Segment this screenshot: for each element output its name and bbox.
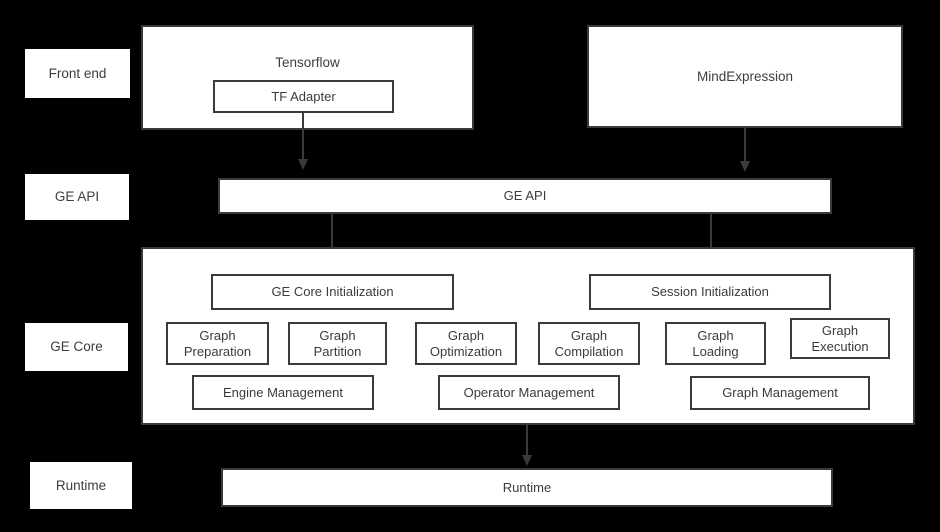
connector-tf-adapter-to-ge-api-arrowhead bbox=[297, 159, 308, 170]
graph-preparation-box[interactable]: Graph Preparation bbox=[166, 322, 269, 365]
graph-execution-label: Graph Execution bbox=[811, 323, 869, 354]
stage-label-ge-api-text: GE API bbox=[54, 189, 100, 205]
stage-label-runtime-text: Runtime bbox=[55, 477, 107, 493]
graph-loading-label: Graph Loading bbox=[692, 328, 739, 359]
graph-optimization-box[interactable]: Graph Optimization bbox=[415, 322, 517, 365]
engine-management-label: Engine Management bbox=[223, 384, 343, 400]
graph-compilation-box[interactable]: Graph Compilation bbox=[538, 322, 640, 365]
graph-partition-label: Graph Partition bbox=[313, 328, 362, 359]
ge-api-bar[interactable]: GE API bbox=[218, 178, 832, 214]
connector-mindexpression-to-ge-api-line bbox=[744, 128, 746, 164]
ge-core-initialization-box[interactable]: GE Core Initialization bbox=[211, 274, 454, 310]
graph-management-box[interactable]: Graph Management bbox=[690, 376, 870, 410]
graph-preparation-label: Graph Preparation bbox=[183, 328, 252, 359]
ge-api-bar-label: GE API bbox=[503, 188, 547, 204]
mindexpression-panel: MindExpression bbox=[587, 25, 903, 128]
graph-partition-box[interactable]: Graph Partition bbox=[288, 322, 387, 365]
tf-adapter-label: TF Adapter bbox=[271, 88, 336, 104]
engine-management-box[interactable]: Engine Management bbox=[192, 375, 374, 410]
connector-ge-core-to-runtime-line bbox=[526, 425, 528, 457]
stage-label-front-end-text: Front end bbox=[48, 65, 107, 81]
runtime-bar[interactable]: Runtime bbox=[221, 468, 833, 507]
graph-loading-box[interactable]: Graph Loading bbox=[665, 322, 766, 365]
stage-label-ge-core-text: GE Core bbox=[50, 339, 103, 355]
graph-execution-box[interactable]: Graph Execution bbox=[790, 318, 890, 359]
stage-label-ge-api: GE API bbox=[25, 174, 129, 220]
session-initialization-label: Session Initialization bbox=[651, 284, 769, 300]
tf-adapter-box[interactable]: TF Adapter bbox=[213, 80, 394, 113]
graph-management-label: Graph Management bbox=[722, 385, 838, 401]
operator-management-label: Operator Management bbox=[463, 384, 595, 400]
operator-management-box[interactable]: Operator Management bbox=[438, 375, 620, 410]
stage-label-front-end: Front end bbox=[25, 49, 130, 98]
connector-tf-adapter-to-ge-api-line bbox=[302, 112, 304, 162]
graph-compilation-label: Graph Compilation bbox=[554, 328, 624, 359]
connector-ge-core-to-runtime-arrowhead bbox=[521, 455, 532, 466]
runtime-bar-label: Runtime bbox=[502, 479, 552, 495]
session-initialization-box[interactable]: Session Initialization bbox=[589, 274, 831, 310]
stage-label-ge-core: GE Core bbox=[25, 323, 128, 371]
tensorflow-title: Tensorflow bbox=[275, 55, 340, 70]
connector-ge-api-to-ge-core-init-line bbox=[331, 214, 333, 259]
connector-ge-api-to-session-init-line bbox=[710, 214, 712, 259]
ge-core-initialization-label: GE Core Initialization bbox=[271, 284, 394, 300]
tensorflow-panel: Tensorflow bbox=[141, 25, 474, 130]
connector-mindexpression-to-ge-api-arrowhead bbox=[739, 161, 750, 172]
graph-optimization-label: Graph Optimization bbox=[429, 328, 503, 359]
mindexpression-title: MindExpression bbox=[696, 68, 794, 84]
stage-label-runtime: Runtime bbox=[30, 462, 132, 509]
